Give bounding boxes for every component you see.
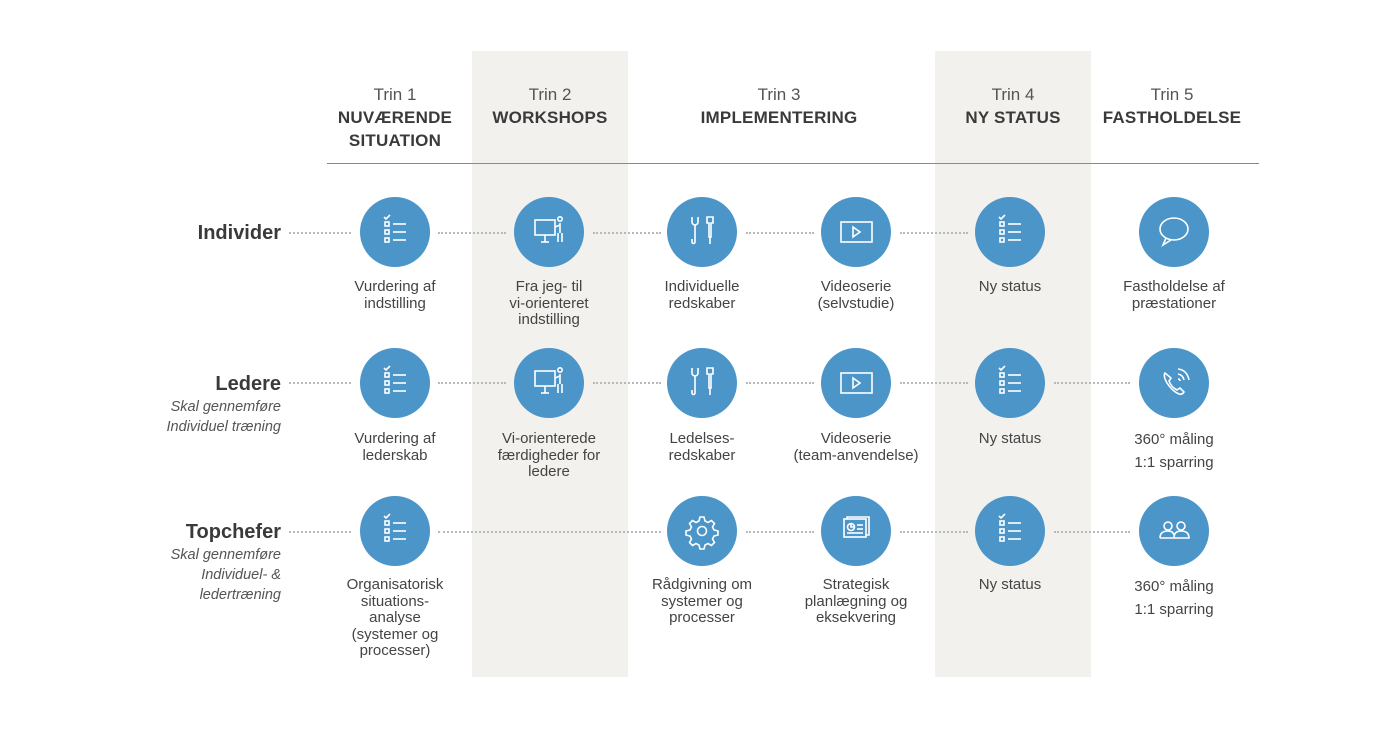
step-caption: Vi-orienterede færdigheder for ledere <box>497 430 601 480</box>
presentation-icon <box>534 215 563 243</box>
step-node <box>975 496 1045 566</box>
step-node <box>1139 197 1209 267</box>
step-node <box>821 496 891 566</box>
step-node <box>360 496 430 566</box>
checklist-icon <box>998 513 1021 542</box>
column-header-5: Trin 5 FASTHOLDELSE <box>1082 84 1262 129</box>
connector <box>289 232 351 234</box>
step-caption: Individuelle redskaber <box>664 278 740 312</box>
step-caption: Ny status <box>978 576 1042 593</box>
connector <box>1054 531 1130 533</box>
step-node <box>1139 496 1209 566</box>
column-step: Trin 2 <box>528 85 572 104</box>
column-step: Trin 5 <box>1150 85 1194 104</box>
tools-icon <box>691 216 714 245</box>
step-caption: Organisatorisk situations- analyse (syst… <box>346 576 444 659</box>
column-title: NUVÆRENDE SITUATION <box>337 108 453 150</box>
checklist-icon <box>383 513 406 542</box>
connector <box>746 382 814 384</box>
connector <box>593 232 661 234</box>
step-node <box>975 348 1045 418</box>
presentation-icon <box>534 366 563 394</box>
step-node <box>821 197 891 267</box>
row-name: Topchefer <box>185 521 281 543</box>
step-node <box>514 348 584 418</box>
connector <box>1054 382 1130 384</box>
phone-icon <box>1163 368 1190 396</box>
row-label-ledere: Ledere Skal gennemføre Individuel trænin… <box>81 371 281 437</box>
column-step: Trin 3 <box>757 85 801 104</box>
row-label-individer: Individer <box>81 220 281 246</box>
step-caption: Ny status <box>978 430 1042 447</box>
header-divider <box>327 163 1259 164</box>
row-label-topchefer: Topchefer Skal gennemføre Individuel- & … <box>81 519 281 605</box>
connector <box>900 531 968 533</box>
checklist-icon <box>383 365 406 394</box>
connector <box>900 232 968 234</box>
step-caption: Fra jeg- til vi-orienteret indstilling <box>509 278 589 328</box>
connector <box>438 232 506 234</box>
connector <box>438 382 506 384</box>
step-node <box>667 197 737 267</box>
speech-bubble-icon <box>1159 217 1189 248</box>
column-header-1: Trin 1 NUVÆRENDE SITUATION <box>305 84 485 152</box>
gear-icon <box>685 516 719 550</box>
step-caption: 360° måling 1:1 sparring <box>1134 431 1214 471</box>
connector <box>746 232 814 234</box>
column-title: FASTHOLDELSE <box>1102 108 1242 127</box>
row-subtitle: Skal gennemføre Individuel- & ledertræni… <box>170 547 281 603</box>
report-chart-icon <box>843 516 870 538</box>
connector <box>438 531 661 533</box>
step-caption: Strategisk planlægning og eksekvering <box>804 576 908 626</box>
video-play-icon <box>840 372 873 394</box>
step-caption: Rådgivning om systemer og processer <box>651 576 753 626</box>
column-header-2: Trin 2 WORKSHOPS <box>460 84 640 129</box>
step-node <box>667 348 737 418</box>
step-caption: Ny status <box>978 278 1042 295</box>
step-caption: 360° måling 1:1 sparring <box>1134 578 1214 618</box>
step-caption: Vurdering af lederskab <box>354 430 436 464</box>
video-play-icon <box>840 221 873 243</box>
column-title: NY STATUS <box>965 108 1061 127</box>
step-caption: Videoserie (selvstudie) <box>817 278 895 312</box>
step-node <box>667 496 737 566</box>
row-name: Ledere <box>215 373 281 395</box>
row-name: Individer <box>197 222 281 244</box>
people-icon <box>1159 521 1190 539</box>
row-subtitle: Skal gennemføre Individuel træning <box>166 399 281 435</box>
column-header-4: Trin 4 NY STATUS <box>923 84 1103 129</box>
checklist-icon <box>383 214 406 243</box>
column-step: Trin 4 <box>991 85 1035 104</box>
connector <box>593 382 661 384</box>
column-title: WORKSHOPS <box>492 108 608 127</box>
connector <box>289 382 351 384</box>
connector <box>900 382 968 384</box>
step-caption: Fastholdelse af præstationer <box>1123 278 1225 312</box>
checklist-icon <box>998 214 1021 243</box>
step-node <box>975 197 1045 267</box>
step-caption: Ledelses- redskaber <box>668 430 736 464</box>
checklist-icon <box>998 365 1021 394</box>
connector <box>289 531 351 533</box>
connector <box>746 531 814 533</box>
step-caption: Vurdering af indstilling <box>354 278 436 312</box>
step-node <box>360 348 430 418</box>
step-node <box>360 197 430 267</box>
step-node <box>821 348 891 418</box>
column-header-3: Trin 3 IMPLEMENTERING <box>689 84 869 129</box>
tools-icon <box>691 367 714 396</box>
step-node <box>1139 348 1209 418</box>
column-title: IMPLEMENTERING <box>700 108 858 127</box>
step-node <box>514 197 584 267</box>
column-step: Trin 1 <box>373 85 417 104</box>
step-caption: Videoserie (team-anvendelse) <box>793 430 919 464</box>
